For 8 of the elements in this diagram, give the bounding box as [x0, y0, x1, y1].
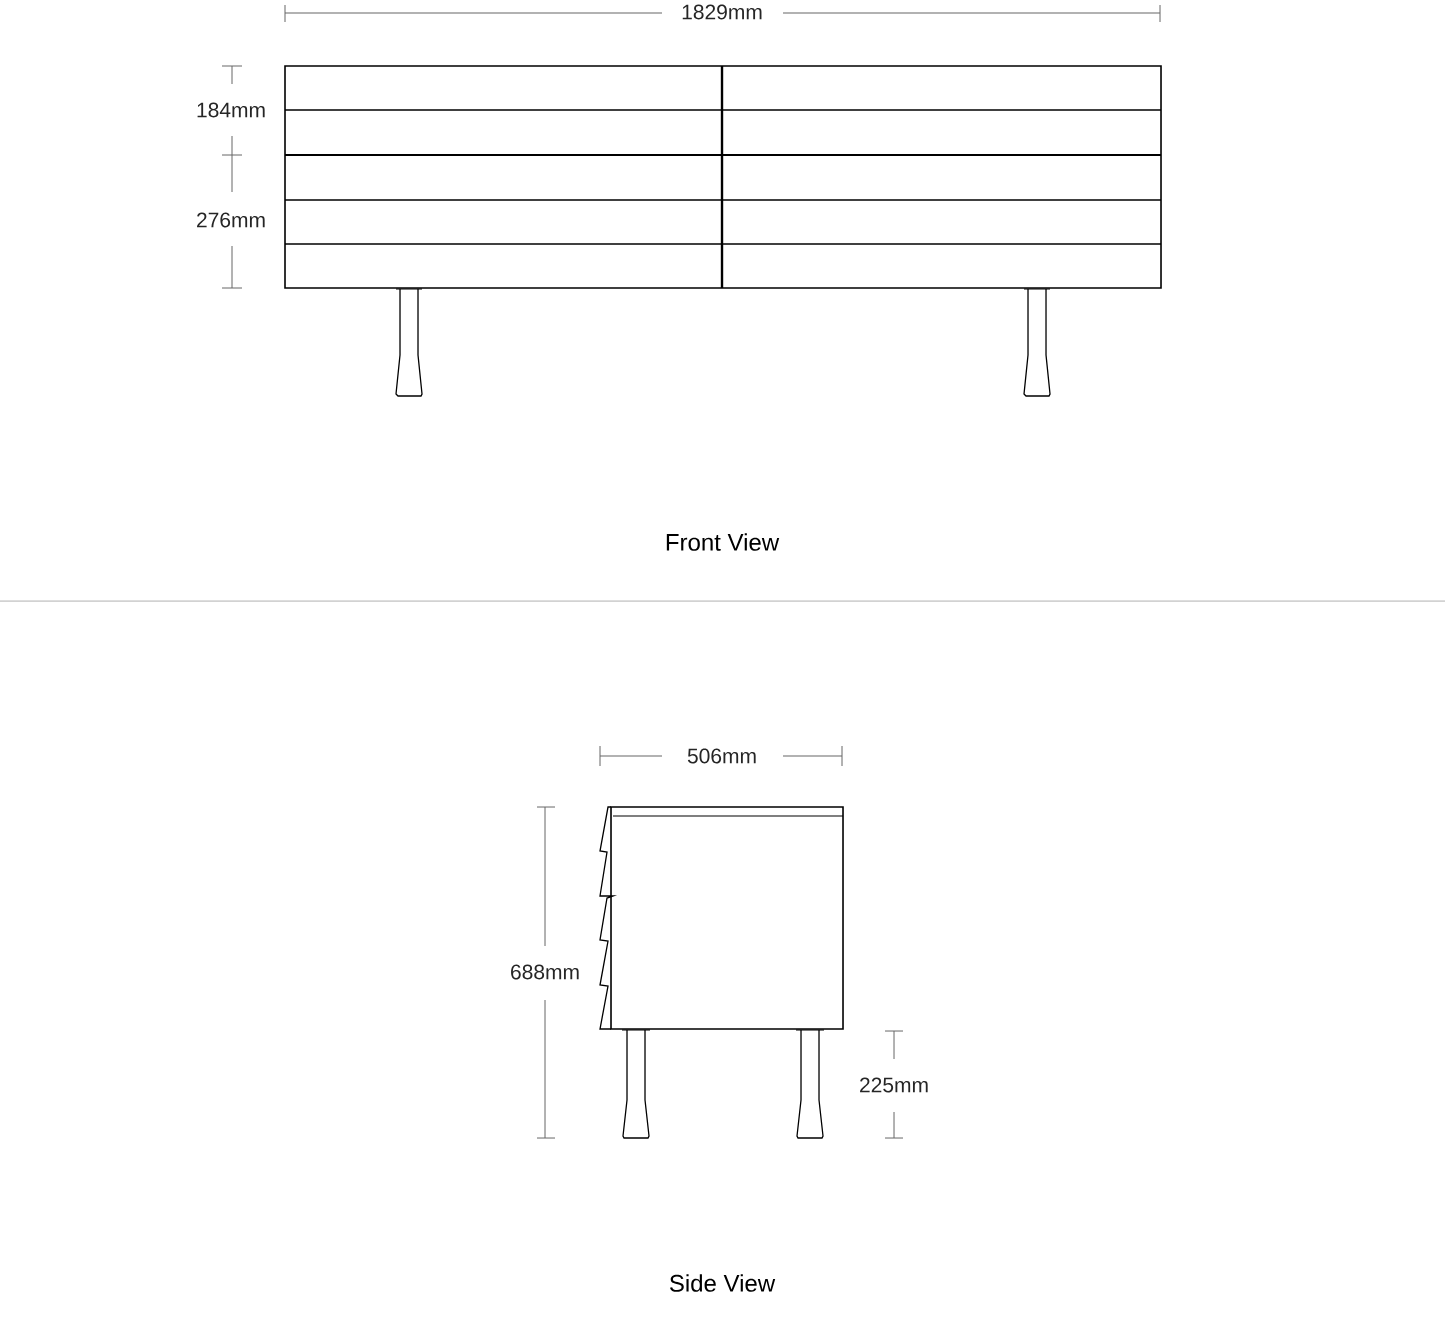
dimension-label: 184mm — [197, 102, 265, 118]
dimension-label: 688mm — [511, 964, 579, 980]
view-title: Front View — [666, 533, 780, 551]
dimension-label: 276mm — [197, 212, 265, 228]
view-title: Side View — [669, 1274, 776, 1292]
dimension-label: 506mm — [687, 748, 756, 764]
dimension-label: 1829mm — [682, 4, 762, 20]
dimension-label: 225mm — [860, 1077, 928, 1093]
